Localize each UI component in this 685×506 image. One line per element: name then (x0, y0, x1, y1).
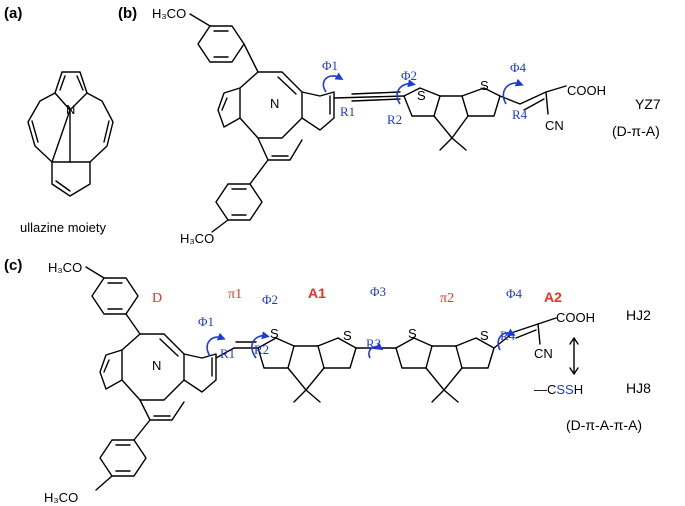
r1-label-c: R1 (220, 346, 235, 361)
nitrogen-atom-b: N (270, 96, 279, 111)
r2-label-b: R2 (387, 112, 402, 127)
architecture-label-b: (D-π-A) (612, 123, 660, 139)
panel-b-label: (b) (118, 5, 137, 22)
thioacid-group: —CSSH (534, 382, 583, 397)
acceptor2-label: A2 (544, 289, 562, 305)
sulfur-atom-c4: S (480, 328, 489, 343)
compound-name-yz7: YZ7 (635, 96, 661, 112)
sulfur-atom-c2: S (343, 328, 352, 343)
pi1-label: π1 (228, 287, 242, 302)
methoxy-top-c: H₃CO (48, 260, 82, 275)
donor-label: D (152, 291, 162, 306)
thioacid-ss: SS (556, 382, 574, 397)
ullazine-caption: ullazine moiety (20, 220, 106, 235)
hj2-structure (85, 266, 579, 491)
phi4-label-b: Φ4 (510, 60, 527, 75)
r2-label-c: R2 (254, 342, 269, 357)
compound-name-hj2: HJ2 (626, 307, 651, 323)
nitrogen-atom: N (66, 102, 75, 117)
rotation-arrow-phi3-c (368, 342, 384, 359)
phi1-label-c: Φ1 (198, 314, 214, 329)
rotation-arrow-phi1-c (206, 332, 226, 357)
compound-name-hj8: HJ8 (626, 380, 651, 396)
r4-label-b: R4 (512, 107, 528, 122)
phi4-label-c: Φ4 (506, 286, 523, 301)
nitrogen-atom-c: N (152, 358, 161, 373)
rotation-arrow-phi2-b (396, 79, 416, 105)
thioacid-prefix: —C (534, 382, 556, 397)
r4-label-c: R4 (500, 328, 516, 343)
rotation-arrow-phi2-c (251, 331, 270, 359)
r3-label-c: R3 (366, 336, 381, 351)
phi1-label-b: Φ1 (322, 58, 338, 73)
phi2-label-b: Φ2 (401, 68, 417, 83)
panel-a-label: (a) (4, 5, 22, 22)
phi3-label-c: Φ3 (370, 284, 386, 299)
phi2-label-c: Φ2 (262, 292, 278, 307)
panel-a: (a) N ullazine moiety (4, 5, 114, 235)
rotation-arrow-phi4-c (497, 328, 516, 351)
cooh-label-b: COOH (567, 83, 606, 98)
cn-label-b: CN (545, 118, 564, 133)
cn-label-c: CN (534, 346, 553, 361)
r1-label-b: R1 (340, 104, 355, 119)
sulfur-atom-c3: S (408, 326, 417, 341)
sulfur-atom-b1: S (417, 88, 426, 103)
panel-c: (c) H₃CO H₃CO (4, 257, 651, 505)
acceptor1-label: A1 (308, 285, 326, 301)
rotation-arrow-phi4-b (502, 78, 524, 105)
ullazine-structure (27, 71, 114, 197)
sulfur-atom-b2: S (480, 78, 489, 93)
methoxy-top: H₃CO (152, 6, 186, 21)
panel-b: (b) H₃CO H₃CO (118, 5, 661, 246)
thioacid-h: H (574, 382, 583, 397)
pi2-label: π2 (440, 291, 454, 306)
yz7-structure (189, 13, 567, 233)
rotation-arrow-phi1-b (322, 72, 344, 93)
panel-c-label: (c) (4, 257, 22, 274)
methoxy-bottom: H₃CO (180, 231, 214, 246)
cooh-label-c: COOH (556, 310, 595, 325)
methoxy-bottom-c: H₃CO (44, 490, 78, 505)
architecture-label-c: (D-π-A-π-A) (566, 417, 642, 433)
sulfur-atom-c1: S (270, 326, 279, 341)
